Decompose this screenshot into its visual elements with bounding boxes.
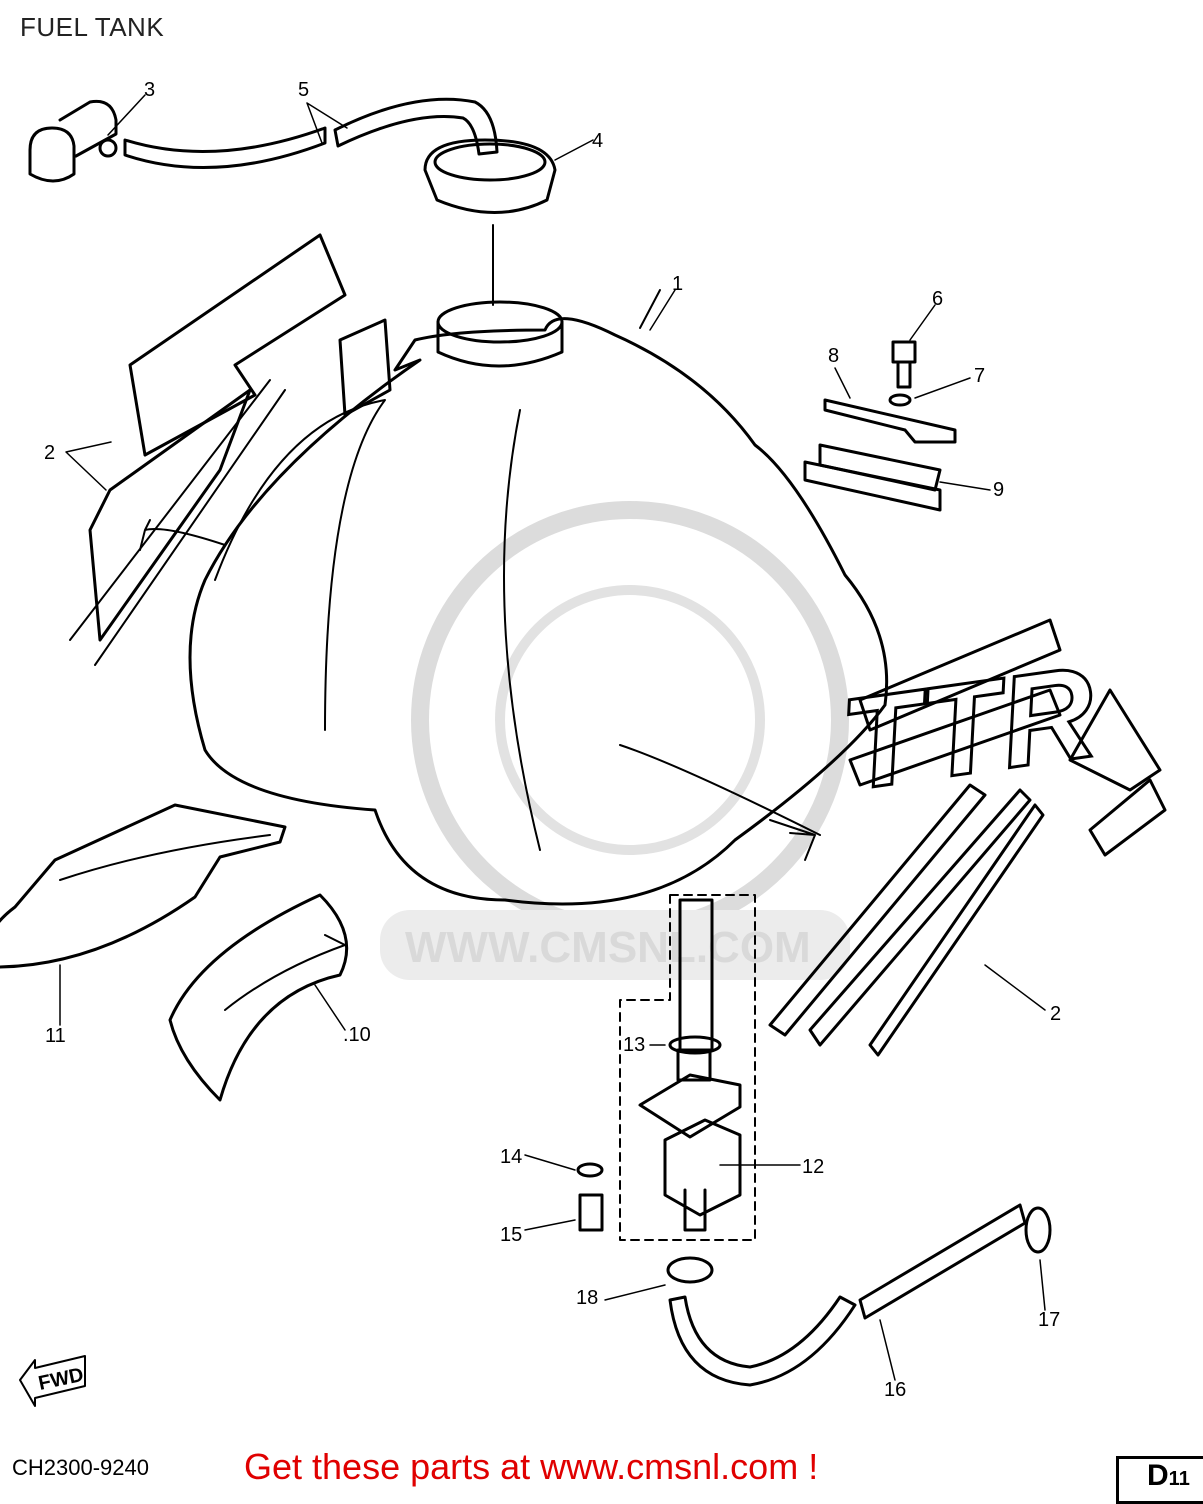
parts-link[interactable]: Get these parts at www.cmsnl.com ! bbox=[244, 1446, 819, 1487]
callout-11: 11 bbox=[45, 1025, 66, 1047]
part-2-right-decal bbox=[768, 618, 1167, 1057]
page-title: FUEL TANK bbox=[20, 12, 165, 42]
drawing-code: CH2300-9240 bbox=[12, 1455, 149, 1480]
fwd-label: FWD bbox=[36, 1364, 85, 1395]
callout-3: 3 bbox=[144, 79, 155, 101]
callout-2: 2 bbox=[1050, 1003, 1061, 1025]
page-letter: D bbox=[1147, 1459, 1169, 1492]
part-2-left-decal bbox=[69, 233, 392, 666]
fwd-arrow-icon bbox=[19, 1355, 86, 1407]
callout-17: 17 bbox=[1038, 1309, 1060, 1331]
callout-1: 1 bbox=[672, 273, 683, 295]
callout-12: 12 bbox=[802, 1156, 824, 1178]
callout-labels: 1 2 2 3 4 5 6 7 8 9 .10 11 12 13 14 15 1… bbox=[44, 79, 1061, 1401]
part-4-fuel-cap bbox=[423, 138, 557, 306]
decal-text-right: TTR bbox=[834, 638, 1105, 818]
callout-18: 18 bbox=[576, 1287, 598, 1309]
page-number: 11 bbox=[1168, 1468, 1190, 1490]
part-10-heat-shield bbox=[168, 893, 349, 1102]
leader-lines bbox=[59, 94, 1046, 1381]
part-14-washer bbox=[576, 1162, 604, 1178]
part-6-bolt bbox=[891, 340, 917, 389]
part-12-fuel-cock bbox=[619, 894, 756, 1241]
part-17-clip bbox=[1024, 1206, 1052, 1254]
part-8-bracket bbox=[823, 398, 957, 444]
callout-16: 16 bbox=[884, 1379, 906, 1401]
part-5-hose bbox=[123, 97, 499, 169]
callout-2: 2 bbox=[44, 442, 55, 464]
watermark: WWW.CMSNL.COM bbox=[380, 501, 850, 980]
watermark-text: WWW.CMSNL.COM bbox=[405, 923, 811, 972]
part-16-fuel-hose bbox=[668, 1203, 1027, 1387]
part-1-tank bbox=[188, 289, 889, 906]
part-11-heat-shield bbox=[0, 803, 287, 969]
callout-7: 7 bbox=[974, 365, 985, 387]
callout-5: 5 bbox=[298, 79, 309, 101]
part-18-clip bbox=[666, 1256, 714, 1284]
callout-9: 9 bbox=[993, 479, 1004, 501]
callout-14: 14 bbox=[500, 1146, 522, 1168]
part-3-clamp bbox=[28, 99, 118, 183]
callout-4: 4 bbox=[592, 130, 603, 152]
part-13-o-ring bbox=[668, 1035, 722, 1055]
part-9-damper bbox=[803, 443, 942, 512]
callout-8: 8 bbox=[828, 345, 839, 367]
callout-15: 15 bbox=[500, 1224, 522, 1246]
part-15-screw bbox=[578, 1193, 604, 1232]
callout-13: 13 bbox=[623, 1034, 645, 1056]
page-reference: D11 bbox=[1116, 1456, 1203, 1504]
part-7-washer bbox=[888, 393, 912, 407]
callout-6: 6 bbox=[932, 288, 943, 310]
callout-10: .10 bbox=[343, 1024, 371, 1046]
